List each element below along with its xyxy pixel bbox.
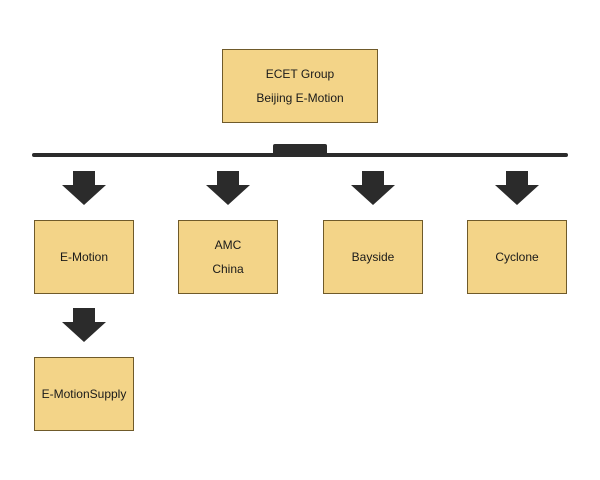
child-node-label-line2: China bbox=[212, 262, 244, 276]
bus-junction-tab bbox=[273, 144, 327, 155]
arrow-down-icon bbox=[206, 171, 250, 205]
grandchild-node-label: E-MotionSupply bbox=[41, 387, 127, 401]
arrow-down-icon bbox=[62, 308, 106, 342]
child-node-amc-china[interactable]: AMC China bbox=[178, 220, 278, 294]
arrow-down-icon bbox=[351, 171, 395, 205]
horizontal-bus-connector bbox=[32, 153, 568, 157]
root-node-ecet-group[interactable]: ECET Group Beijing E-Motion bbox=[222, 49, 378, 123]
child-node-label: Bayside bbox=[351, 250, 395, 264]
child-node-label: E-Motion bbox=[59, 250, 109, 264]
child-node-bayside[interactable]: Bayside bbox=[323, 220, 423, 294]
child-node-e-motion[interactable]: E-Motion bbox=[34, 220, 134, 294]
grandchild-node-e-motionsupply[interactable]: E-MotionSupply bbox=[34, 357, 134, 431]
child-node-label: AMC bbox=[214, 238, 242, 252]
child-node-label: Cyclone bbox=[495, 250, 539, 264]
root-node-title: ECET Group bbox=[265, 67, 335, 81]
arrow-down-icon bbox=[495, 171, 539, 205]
arrow-down-icon bbox=[62, 171, 106, 205]
child-node-cyclone[interactable]: Cyclone bbox=[467, 220, 567, 294]
root-node-subtitle: Beijing E-Motion bbox=[256, 91, 344, 105]
